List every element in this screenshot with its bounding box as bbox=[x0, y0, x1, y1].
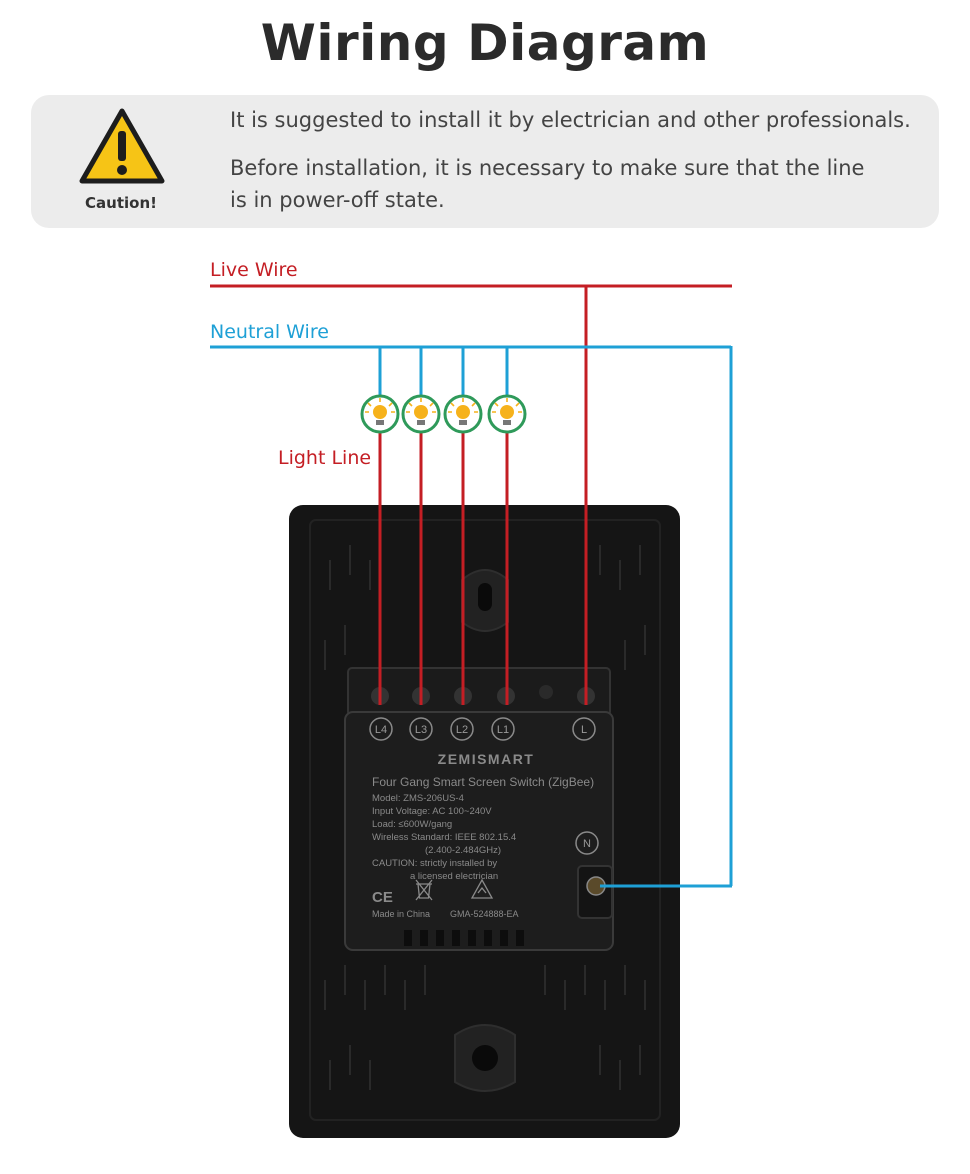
neutral-wire-label: Neutral Wire bbox=[210, 321, 329, 343]
device-caution-1: CAUTION: strictly installed by bbox=[372, 858, 497, 869]
page-title: Wiring Diagram bbox=[260, 14, 710, 72]
device-load: Load: ≤600W/gang bbox=[372, 819, 452, 830]
device-made-in: Made in China bbox=[372, 909, 430, 919]
light-bulb-icon bbox=[360, 394, 400, 434]
device-wireless: Wireless Standard: IEEE 802.15.4 bbox=[372, 832, 516, 843]
light-lines bbox=[378, 432, 509, 705]
device-product: Four Gang Smart Screen Switch (ZigBee) bbox=[372, 775, 594, 789]
device-caution-2: a licensed electrician bbox=[410, 871, 498, 882]
light-bulb-icon bbox=[487, 394, 527, 434]
weee-bin-icon bbox=[415, 879, 433, 901]
caution-box: Caution! It is suggested to install it b… bbox=[31, 95, 939, 228]
warning-icon bbox=[79, 108, 165, 184]
device-input: Input Voltage: AC 100~240V bbox=[372, 806, 492, 817]
caution-note-2: Before installation, it is necessary to … bbox=[230, 156, 865, 212]
live-wire-label: Live Wire bbox=[210, 259, 298, 281]
ce-mark: CE bbox=[372, 889, 393, 906]
rcm-mark-icon bbox=[470, 878, 494, 899]
terminal-label-n: N bbox=[583, 838, 591, 850]
terminal-label-l: L bbox=[581, 724, 587, 736]
light-bulb-icon bbox=[401, 394, 441, 434]
terminal-label-l4: L4 bbox=[375, 724, 387, 736]
panel-texture bbox=[324, 545, 646, 1090]
caution-label: Caution! bbox=[85, 194, 157, 212]
label-area bbox=[344, 711, 614, 951]
terminal-label-l1: L1 bbox=[497, 724, 509, 736]
device-cert: GMA-524888-EA bbox=[450, 909, 519, 919]
caution-note-1: It is suggested to install it by electri… bbox=[230, 108, 911, 132]
terminal-label-l3: L3 bbox=[415, 724, 427, 736]
terminal-label-l2: L2 bbox=[456, 724, 468, 736]
device-band: (2.400-2.484GHz) bbox=[425, 845, 501, 856]
device-model: Model: ZMS-206US-4 bbox=[372, 793, 464, 804]
light-line-label: Light Line bbox=[278, 447, 372, 469]
light-bulb-icon bbox=[443, 394, 483, 434]
device-brand: ZEMISMART bbox=[438, 751, 535, 767]
